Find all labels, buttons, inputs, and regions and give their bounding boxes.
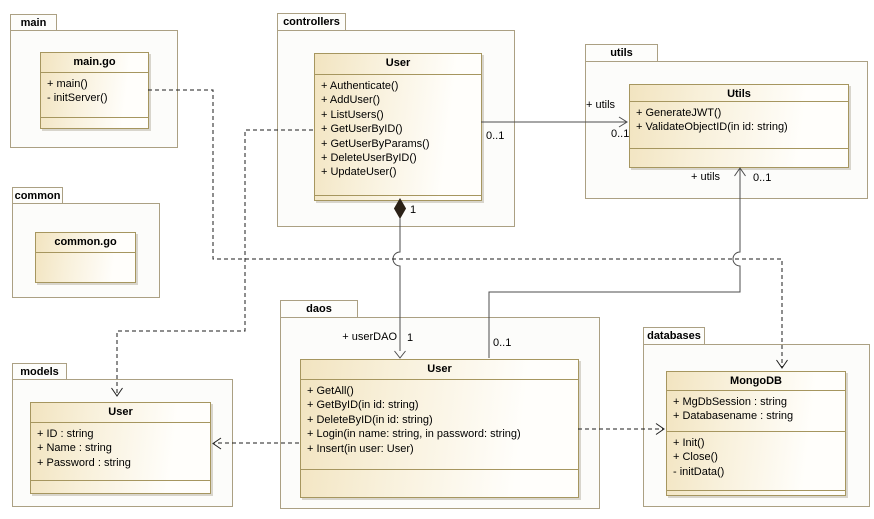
open-arrow-icon <box>111 387 123 397</box>
class-member-line: + Databasename : string <box>673 410 794 423</box>
class-title: User <box>385 57 411 69</box>
package-tab-databases[interactable]: databases <box>643 327 705 344</box>
package-body-main[interactable]: main.go + main() - initServer() <box>10 30 178 148</box>
multiplicity-label-utils-bottom-end: 0..1 <box>753 172 772 184</box>
class-attributes: + ID : string + Name : string+ Password :… <box>31 422 210 480</box>
class-member-line: + GenerateJWT() <box>636 107 722 119</box>
open-arrow-icon <box>394 350 406 359</box>
dependency-main-to-mongodb[interactable] <box>148 89 788 369</box>
package-tab-controllers[interactable]: controllers <box>277 13 346 30</box>
package-body-daos[interactable]: User + GetAll()+ GetByID(in id: string)+… <box>280 317 600 509</box>
class-models-user[interactable]: User + ID : string + Name : string+ Passw… <box>30 402 211 494</box>
class-empty-compartment <box>301 469 578 497</box>
class-empty-compartment <box>36 252 135 282</box>
class-empty-compartment <box>31 480 210 493</box>
class-member-line: + Init() <box>673 437 705 449</box>
class-member-line: + Close() <box>673 451 718 464</box>
multiplicity-label-daos-end: 0..1 <box>493 337 512 349</box>
class-member-line: + GetByID(in id: string) <box>307 399 419 412</box>
class-empty-compartment <box>315 195 481 200</box>
open-arrow-icon <box>734 167 746 177</box>
class-attributes: + MgDbSession : string + Databasename : s… <box>667 390 845 431</box>
class-empty-compartment <box>667 490 845 495</box>
class-member-line: + Name : string <box>37 442 112 455</box>
class-methods: + GetAll() + GetByID(in id: string)+ Dele… <box>301 379 578 469</box>
package-body-utils[interactable]: Utils + GenerateJWT() + ValidateObjectID(… <box>585 61 868 199</box>
class-member-line: + Login(in name: string, in password: st… <box>307 428 521 441</box>
class-member-line: + UpdateUser() <box>321 166 397 179</box>
class-member-line: + GetUserByParams() <box>321 137 430 150</box>
role-label-utils: + utils <box>586 99 616 111</box>
class-member-line: + Insert(in user: User) <box>307 442 414 455</box>
class-common-go[interactable]: common.go <box>35 232 136 283</box>
class-member-line: + Password : string <box>37 456 131 469</box>
class-title: main.go <box>73 56 116 68</box>
class-title: User <box>427 363 452 375</box>
association-controllers-user-to-utils[interactable] <box>481 116 628 128</box>
class-methods: + GenerateJWT() + ValidateObjectID(in id:… <box>630 101 848 148</box>
class-member-line: + ID : string <box>37 428 94 440</box>
open-arrow-icon <box>618 116 628 128</box>
package-tab-main[interactable]: main <box>10 14 57 31</box>
dependency-controllers-user-to-models-user[interactable] <box>111 129 314 397</box>
class-member-line: + main() <box>47 78 88 90</box>
composition-diamond-icon <box>393 198 407 219</box>
class-utils[interactable]: Utils + GenerateJWT() + ValidateObjectID(… <box>629 84 849 168</box>
class-main-go[interactable]: main.go + main() - initServer() <box>40 52 149 129</box>
class-member-line: + GetUserByID() <box>321 123 403 136</box>
role-label-utils-bottom: + utils <box>691 171 721 183</box>
package-tab-common[interactable]: common <box>12 187 63 204</box>
package-tab-models[interactable]: models <box>12 363 67 380</box>
package-body-models[interactable]: User + ID : string + Name : string+ Passw… <box>12 379 233 507</box>
package-tab-utils[interactable]: utils <box>585 44 658 61</box>
class-title: User <box>108 406 133 418</box>
open-arrow-icon <box>655 423 665 435</box>
open-arrow-icon <box>212 437 222 450</box>
class-member-line: + AddUser() <box>321 94 380 107</box>
class-title: common.go <box>54 236 117 248</box>
class-member-line: - initServer() <box>47 92 108 105</box>
open-arrow-icon <box>776 359 788 369</box>
class-daos-user[interactable]: User + GetAll()+ GetByID(in id: string)+… <box>300 359 579 498</box>
class-member-line: - initData() <box>673 465 725 478</box>
multiplicity-label-composition-target: 1 <box>407 332 414 344</box>
class-member-line: + DeleteUserByID() <box>321 152 417 165</box>
class-methods: + main() - initServer() <box>41 72 148 117</box>
class-member-line: + MgDbSession : string <box>673 396 788 408</box>
class-title: MongoDB <box>730 375 782 387</box>
class-mongodb[interactable]: MongoDB + MgDbSession : string + Database… <box>666 371 846 496</box>
package-body-databases[interactable]: MongoDB + MgDbSession : string + Database… <box>643 344 870 507</box>
class-member-line: + ValidateObjectID(in id: string) <box>636 121 788 134</box>
multiplicity-label-utils-end: 0..1 <box>611 128 630 140</box>
class-member-line: + Authenticate() <box>321 80 399 92</box>
package-body-controllers[interactable]: User + Authenticate() + AddUser()+ ListUs… <box>277 30 515 227</box>
class-methods: + Authenticate() + AddUser()+ ListUsers()… <box>315 74 481 195</box>
multiplicity-label-controllers-end: 0..1 <box>486 130 505 142</box>
dependency-daos-user-to-mongodb[interactable] <box>578 423 665 435</box>
class-member-line: + DeleteByID(in id: string) <box>307 413 433 426</box>
dependency-daos-user-to-models-user[interactable] <box>212 437 299 450</box>
class-title: Utils <box>727 88 751 100</box>
role-label-userdao: + userDAO <box>342 331 397 343</box>
multiplicity-label-composition-source: 1 <box>410 204 417 216</box>
association-daos-user-to-utils[interactable] <box>488 167 746 358</box>
class-empty-compartment <box>41 117 148 128</box>
class-member-line: + ListUsers() <box>321 108 384 121</box>
class-controllers-user[interactable]: User + Authenticate() + AddUser()+ ListUs… <box>314 53 482 201</box>
package-tab-daos[interactable]: daos <box>280 300 358 317</box>
class-methods: + Init() + Close()- initData() <box>667 431 845 490</box>
class-empty-compartment <box>630 148 848 167</box>
package-body-common[interactable]: common.go <box>12 203 160 298</box>
class-member-line: + GetAll() <box>307 385 354 397</box>
